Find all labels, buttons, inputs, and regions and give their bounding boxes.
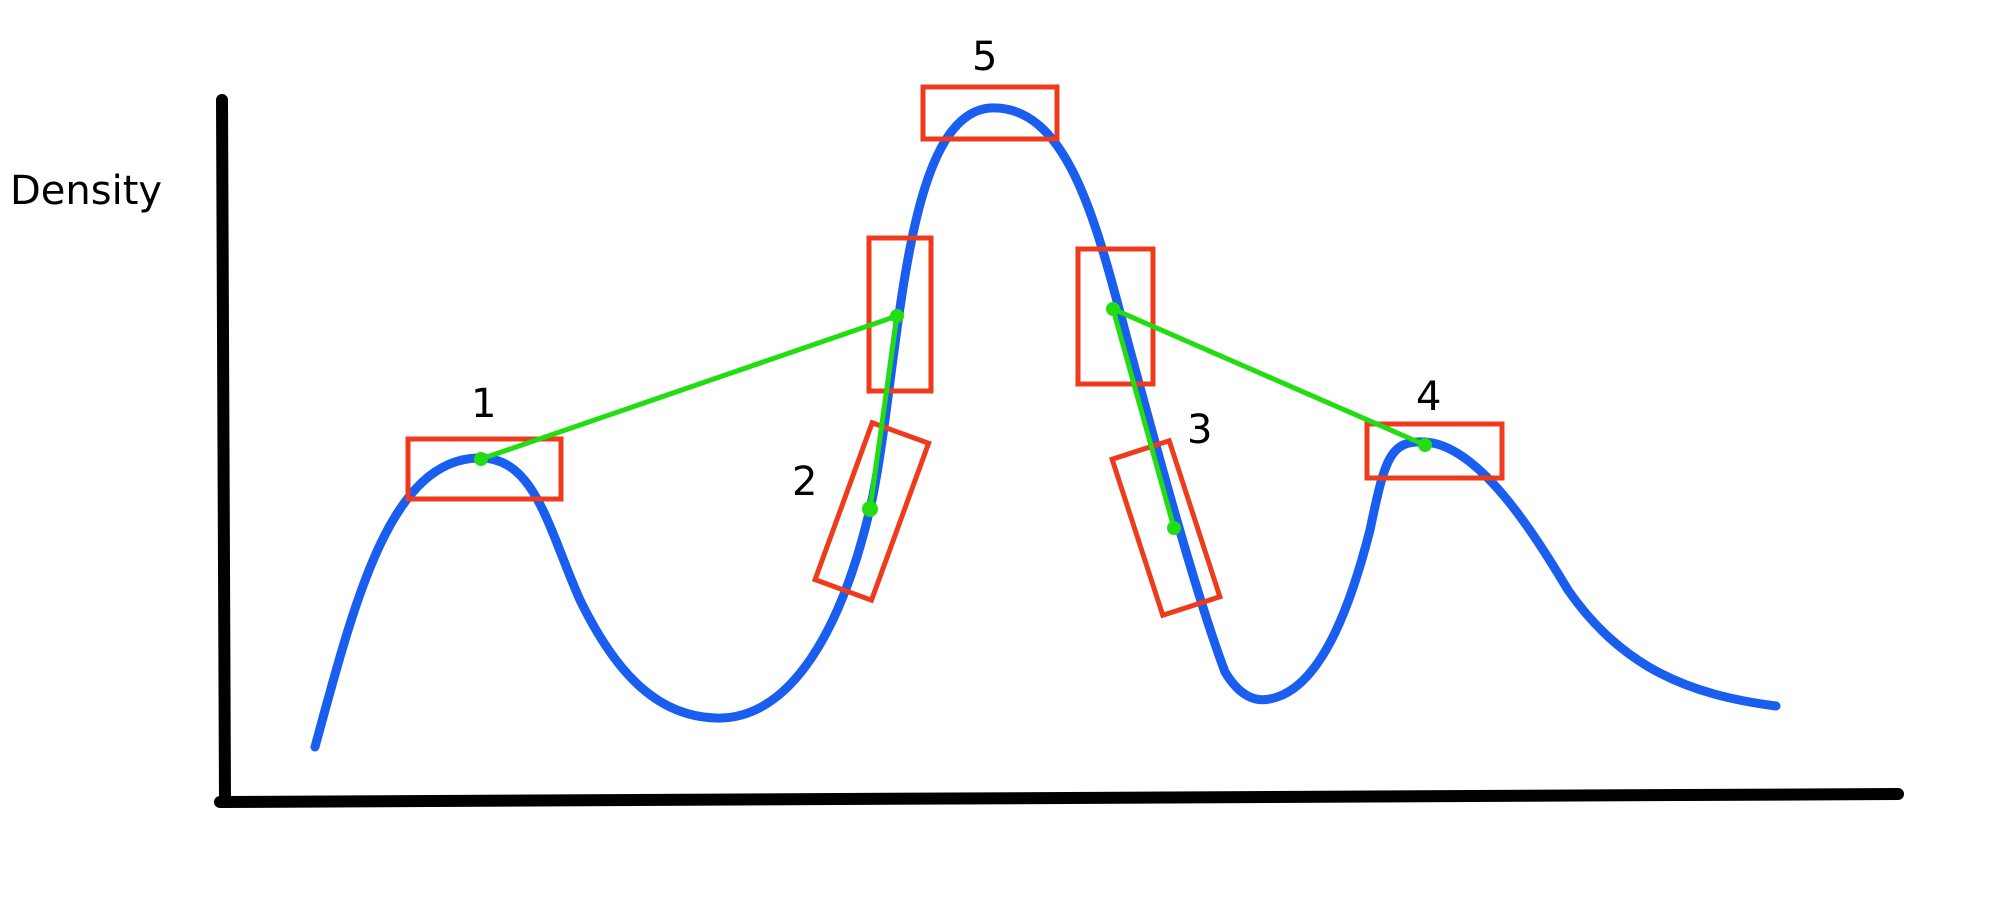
y-axis-label: Density bbox=[10, 168, 162, 214]
connector-point-2-lower bbox=[862, 501, 878, 517]
region-box-5 bbox=[920, 84, 1060, 142]
connector-3-to-4 bbox=[1110, 306, 1428, 448]
region-box-1 bbox=[405, 436, 564, 502]
region-box-2-upper bbox=[866, 235, 934, 394]
connector-point-3-lower bbox=[1167, 521, 1181, 535]
density-curve bbox=[310, 103, 1781, 752]
connector-point-3-upper bbox=[1106, 302, 1120, 316]
region-label-1: 1 bbox=[471, 381, 496, 427]
connector-3-slope bbox=[1110, 306, 1177, 531]
region-box-4 bbox=[1364, 421, 1505, 481]
region-label-4: 4 bbox=[1416, 374, 1441, 420]
connector-point-1 bbox=[474, 452, 488, 466]
connector-point-2-upper bbox=[890, 309, 904, 323]
connector-1-to-2 bbox=[478, 313, 900, 462]
x-axis bbox=[214, 788, 1904, 808]
region-box-2-lower bbox=[811, 419, 932, 604]
region-box-3-lower bbox=[1108, 437, 1224, 619]
region-box-3-upper bbox=[1075, 246, 1156, 387]
region-label-2: 2 bbox=[792, 459, 817, 505]
region-label-3: 3 bbox=[1187, 407, 1212, 453]
y-axis bbox=[216, 94, 231, 808]
connector-point-4 bbox=[1418, 438, 1432, 452]
region-label-5: 5 bbox=[972, 34, 997, 80]
connector-2-slope bbox=[867, 313, 900, 512]
